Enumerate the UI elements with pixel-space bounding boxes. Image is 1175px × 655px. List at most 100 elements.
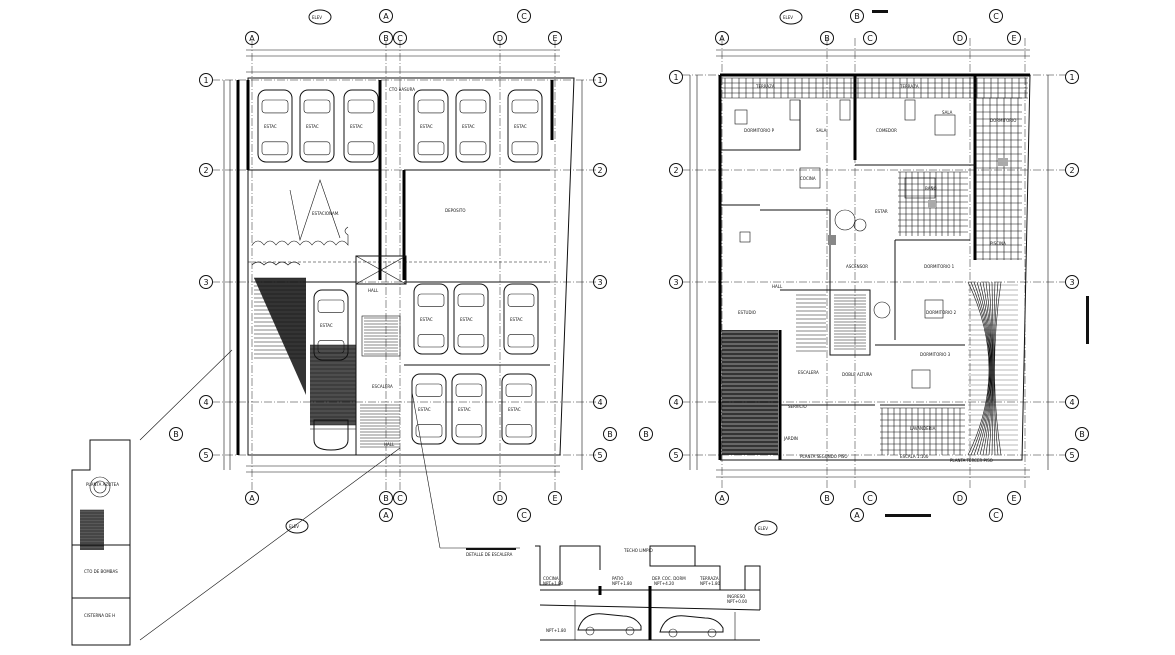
grid-bubble: B bbox=[850, 9, 864, 23]
plan-apartment-level: DORMITORIO P SALA COMEDOR SALA TERRAZA T… bbox=[639, 9, 1089, 536]
grid-bubble: C bbox=[989, 9, 1003, 23]
parking-label: ESTAC bbox=[350, 124, 363, 129]
callout-note: DETALLE DE ESCALERA bbox=[466, 552, 513, 557]
piscina-label: PISCINA bbox=[990, 241, 1006, 246]
grid-bubble: A bbox=[379, 508, 393, 522]
parking-label: ESTAC bbox=[306, 124, 319, 129]
svg-text:C: C bbox=[397, 34, 403, 43]
svg-text:ELEV: ELEV bbox=[289, 524, 299, 529]
dorm-principal-label: DORMITORIO bbox=[990, 118, 1016, 123]
grid-bubble: C bbox=[517, 508, 531, 522]
servicio-label: SERVICIO bbox=[788, 404, 807, 409]
svg-text:A: A bbox=[854, 511, 860, 520]
svg-text:3: 3 bbox=[673, 278, 678, 287]
svg-text:5: 5 bbox=[1069, 451, 1074, 460]
svg-text:B: B bbox=[643, 430, 649, 439]
parking-car: ESTAC bbox=[413, 283, 449, 355]
grid-bubble: 4 bbox=[669, 395, 683, 409]
grid-bubble: C bbox=[393, 491, 407, 505]
section-ingreso-level: NPT+0.00 bbox=[727, 599, 748, 604]
svg-text:A: A bbox=[383, 511, 389, 520]
grid-bubble: 1 bbox=[199, 73, 213, 87]
grid-bubble: 2 bbox=[669, 163, 683, 177]
elev-marker-top: ELEV bbox=[308, 9, 332, 25]
grid-bubble: C bbox=[393, 31, 407, 45]
dorm-p-label: DORMITORIO P bbox=[744, 128, 775, 133]
grid-bubble: C bbox=[989, 508, 1003, 522]
comedor-label: COMEDOR bbox=[876, 128, 897, 133]
svg-text:2: 2 bbox=[673, 166, 678, 175]
parking-label: ESTAC bbox=[510, 317, 523, 322]
section-patio: PATIO bbox=[612, 576, 623, 581]
grid-bubble: 3 bbox=[669, 275, 683, 289]
parking-label: ESTAC bbox=[420, 124, 433, 129]
parking-car: ESTAC bbox=[411, 373, 447, 445]
grid-bubble: 4 bbox=[199, 395, 213, 409]
parking-label: ESTAC bbox=[514, 124, 527, 129]
svg-text:A: A bbox=[383, 12, 389, 21]
section-terraza-level: NPT+1.80 bbox=[700, 581, 721, 586]
grid-bubble: E bbox=[548, 31, 562, 45]
grid-bubble: 3 bbox=[593, 275, 607, 289]
dorm1-label: DORMITORIO 1 bbox=[924, 264, 955, 269]
section-drawing: TECHO LIMPIO COCINA NPT+1.80 PATIO NPT+1… bbox=[535, 545, 761, 641]
svg-text:5: 5 bbox=[203, 451, 208, 460]
jardin-label: JARDIN bbox=[783, 436, 798, 441]
parking-car: ESTAC bbox=[413, 89, 449, 163]
svg-text:1: 1 bbox=[203, 76, 208, 85]
sala-label: SALA bbox=[816, 128, 827, 133]
grid-bubble: A bbox=[245, 31, 259, 45]
svg-text:4: 4 bbox=[1069, 398, 1074, 407]
cocina-label: COCINA bbox=[800, 176, 816, 181]
grid-bubble: D bbox=[493, 491, 507, 505]
section-ingreso: INGRESO bbox=[727, 594, 745, 599]
dorm2-label: DORMITORIO 2 bbox=[926, 310, 957, 315]
svg-text:B: B bbox=[607, 430, 613, 439]
svg-text:C: C bbox=[521, 12, 527, 21]
detail-cto-label: CTO DE BOMBAS bbox=[84, 569, 118, 574]
grid-bubble: 3 bbox=[1065, 275, 1079, 289]
section-cocina-level: NPT+1.80 bbox=[543, 581, 564, 586]
ascensor-label: ASCENSOR bbox=[846, 264, 868, 269]
grid-bubble: 5 bbox=[1065, 448, 1079, 462]
escalera-apt-label: ESCALERA bbox=[798, 370, 819, 375]
svg-text:C: C bbox=[993, 12, 999, 21]
svg-text:A: A bbox=[719, 34, 725, 43]
detail-top-label: PLANTA AZOTEA bbox=[86, 482, 119, 487]
grid-bubble: E bbox=[1007, 491, 1021, 505]
parking-car: ESTAC bbox=[455, 89, 491, 163]
svg-text:D: D bbox=[957, 494, 963, 503]
grid-bubble: A bbox=[715, 491, 729, 505]
grid-bubble: 5 bbox=[669, 448, 683, 462]
parking-car: ESTAC bbox=[503, 283, 539, 355]
svg-text:C: C bbox=[867, 34, 873, 43]
escalera-label: ESCALERA bbox=[372, 384, 393, 389]
svg-text:4: 4 bbox=[203, 398, 208, 407]
parking-car: ESTAC bbox=[453, 283, 489, 355]
svg-text:B: B bbox=[1079, 430, 1085, 439]
estar-label: ESTAR bbox=[875, 209, 888, 214]
grid-bubble: C bbox=[863, 491, 877, 505]
grid-bubble: B bbox=[639, 427, 653, 441]
svg-text:ELEV: ELEV bbox=[758, 526, 768, 531]
detail-bottom-label: CISTERNA DE H bbox=[84, 613, 115, 618]
svg-text:A: A bbox=[249, 494, 255, 503]
section-terraza: TERRAZA bbox=[699, 576, 719, 581]
svg-text:4: 4 bbox=[673, 398, 678, 407]
grid-bubble: D bbox=[953, 31, 967, 45]
grid-bubble: D bbox=[953, 491, 967, 505]
grid-bubble: 5 bbox=[593, 448, 607, 462]
parking-label: ESTAC bbox=[264, 124, 277, 129]
svg-text:3: 3 bbox=[1069, 278, 1074, 287]
sala2-label: SALA bbox=[942, 110, 953, 115]
hall-label: HALL bbox=[368, 288, 379, 293]
svg-text:ELEV: ELEV bbox=[783, 15, 793, 20]
svg-text:1: 1 bbox=[1069, 73, 1074, 82]
svg-text:B: B bbox=[854, 12, 860, 21]
grid-bubble: B bbox=[820, 31, 834, 45]
grid-bubble: 4 bbox=[1065, 395, 1079, 409]
svg-text:5: 5 bbox=[673, 451, 678, 460]
estacionamiento-label: ESTACIONAM. bbox=[312, 211, 339, 216]
svg-text:B: B bbox=[824, 494, 830, 503]
